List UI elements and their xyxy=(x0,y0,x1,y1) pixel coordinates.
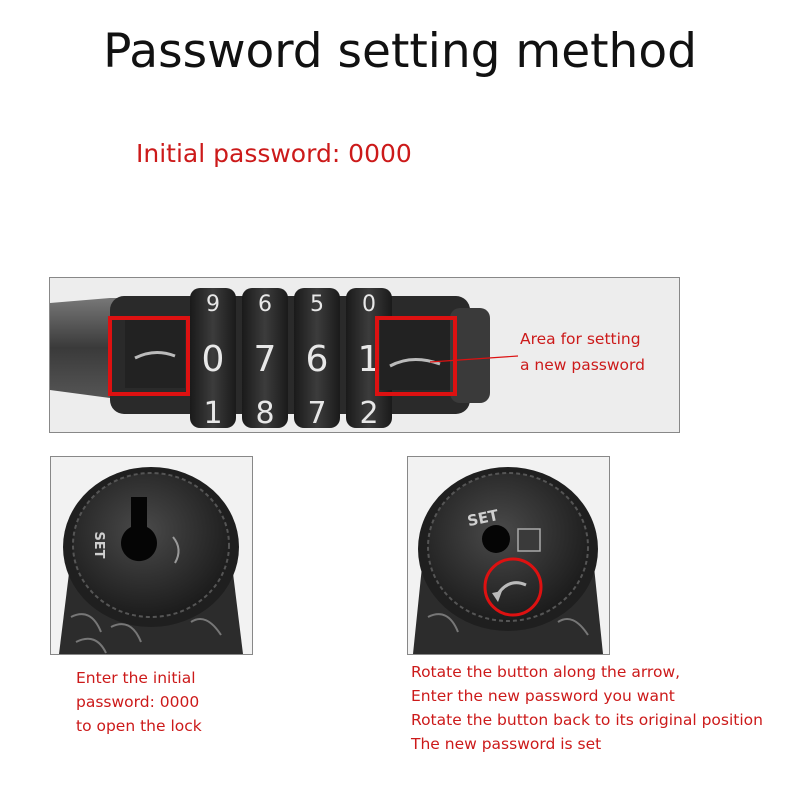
open-lock-photo: SET xyxy=(50,456,253,655)
page-title: Password setting method xyxy=(103,24,697,79)
dial-bottom-1: 1 xyxy=(203,396,222,431)
dial-mid-1: 0 xyxy=(202,339,225,380)
lock-dial-photo: 9 6 5 0 0 7 6 1 1 8 7 2 Area for setting… xyxy=(49,277,680,433)
dial-top-1: 9 xyxy=(206,292,220,317)
dial-bottom-2: 8 xyxy=(255,396,274,431)
open-lock-caption: Enter the initial password: 0000 to open… xyxy=(76,669,202,735)
dial-top-2: 6 xyxy=(258,292,272,317)
initial-password-text: Initial password: 0000 xyxy=(136,139,412,168)
callout-line xyxy=(429,355,519,363)
set-label-left: SET xyxy=(91,531,106,558)
set-password-caption: Rotate the button along the arrow, Enter… xyxy=(411,663,763,753)
dial-mid-2: 7 xyxy=(254,339,277,380)
arrow-highlight-circle xyxy=(483,557,543,617)
dial-top-4: 0 xyxy=(362,292,376,317)
right-highlight-box xyxy=(375,316,457,396)
dial-bottom-4: 2 xyxy=(359,396,378,431)
set-area-callout: Area for setting a new password xyxy=(520,330,645,374)
left-highlight-box xyxy=(108,316,190,396)
dial-top-3: 5 xyxy=(310,292,324,317)
dial-mid-4: 1 xyxy=(358,339,381,380)
set-button-photo: SET xyxy=(407,456,610,655)
dial-bottom-3: 7 xyxy=(307,396,326,431)
dial-mid-3: 6 xyxy=(306,339,329,380)
